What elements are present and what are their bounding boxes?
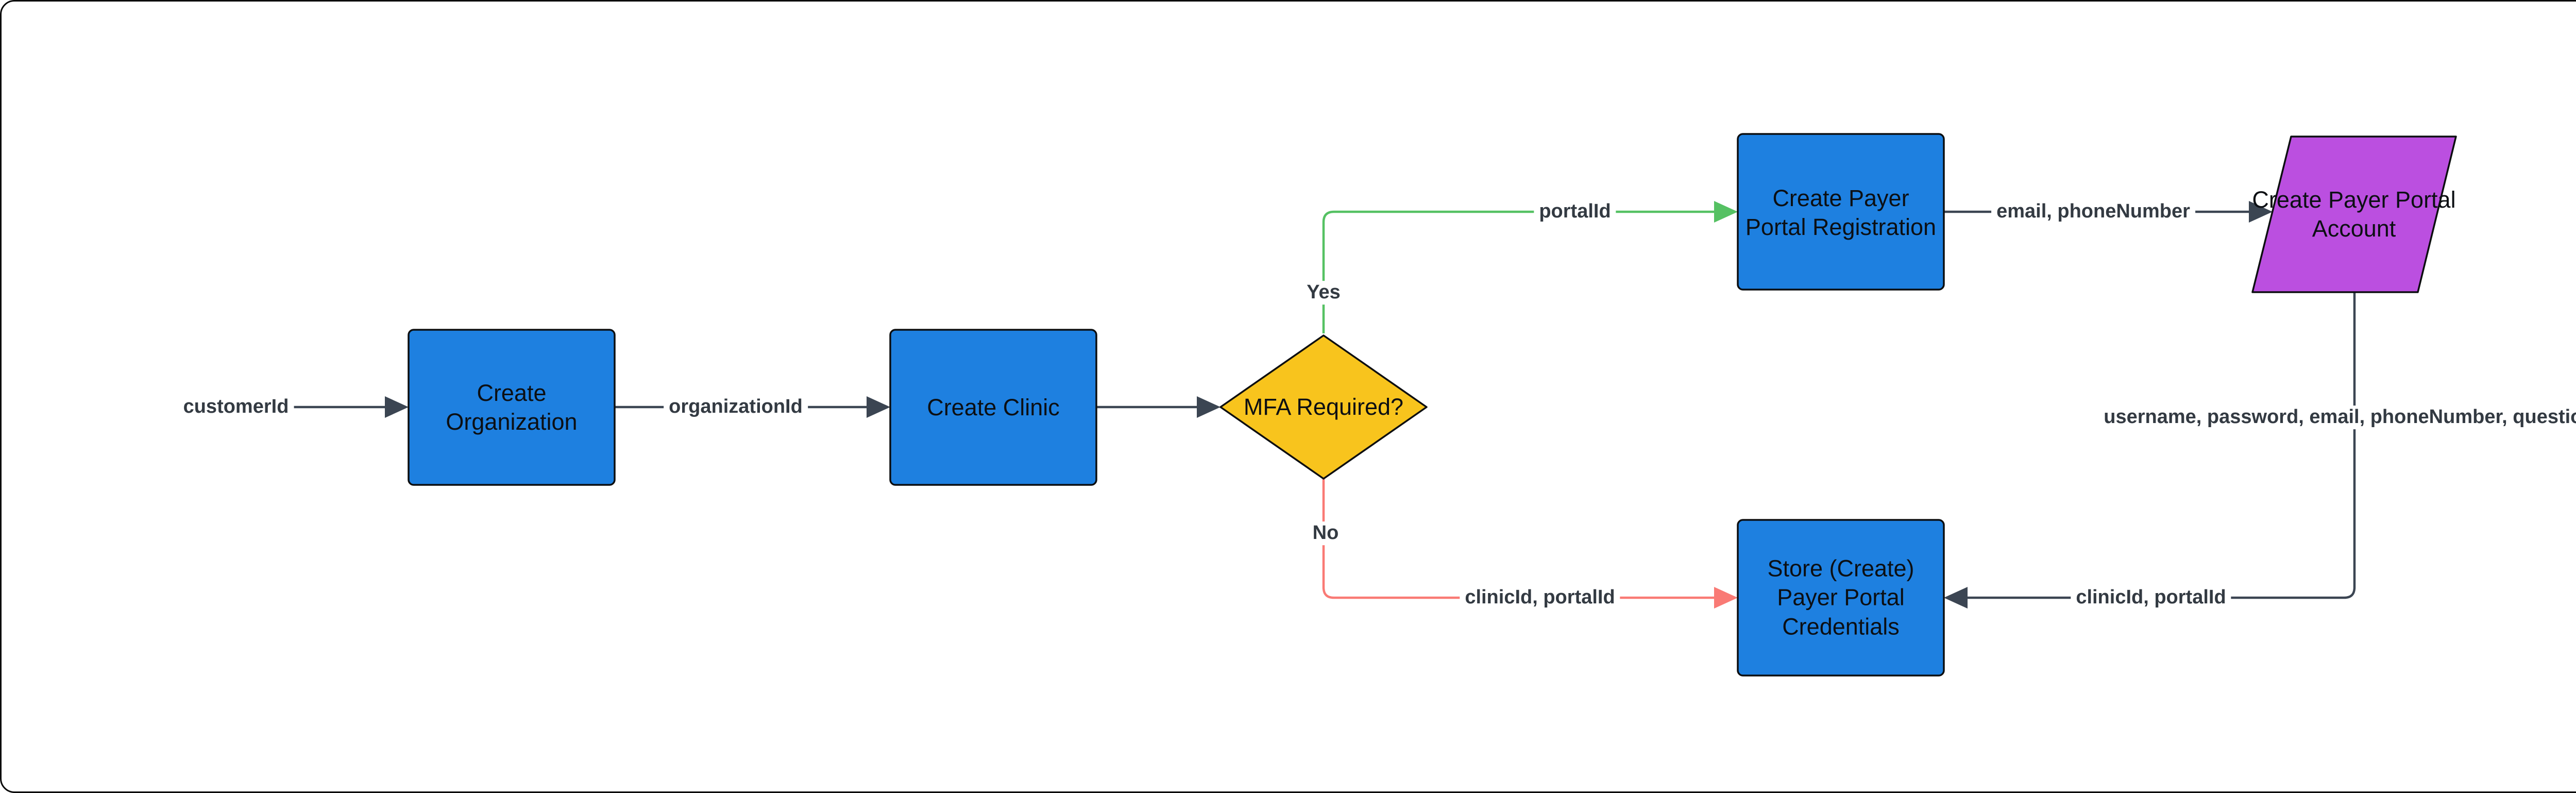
arrowhead-into-payer-portal-registration (1714, 201, 1738, 223)
arrowhead-into-create-clinic (867, 396, 890, 418)
node-create-clinic[interactable] (889, 329, 1097, 486)
node-create-organization[interactable] (408, 329, 616, 486)
arrowhead-into-store-credentials-left (1714, 587, 1738, 609)
arrowhead-into-create-organization (385, 396, 409, 418)
edge-account-to-store-credentials (1968, 292, 2356, 599)
node-mfa-required-decision[interactable] (1219, 334, 1428, 480)
arrowhead-into-payer-portal-account (2249, 201, 2273, 223)
arrowhead-into-store-credentials-right (1944, 587, 1968, 609)
node-create-payer-portal-account-parallelogram[interactable] (2251, 136, 2457, 293)
edge-yes-mfa-to-payer-portal-registration (1322, 210, 1714, 333)
node-create-payer-portal-registration[interactable] (1737, 133, 1945, 291)
node-store-payer-portal-credentials[interactable] (1737, 519, 1945, 677)
edge-no-mfa-to-store-credentials (1322, 479, 1714, 599)
arrowhead-into-mfa-required (1197, 396, 1221, 418)
